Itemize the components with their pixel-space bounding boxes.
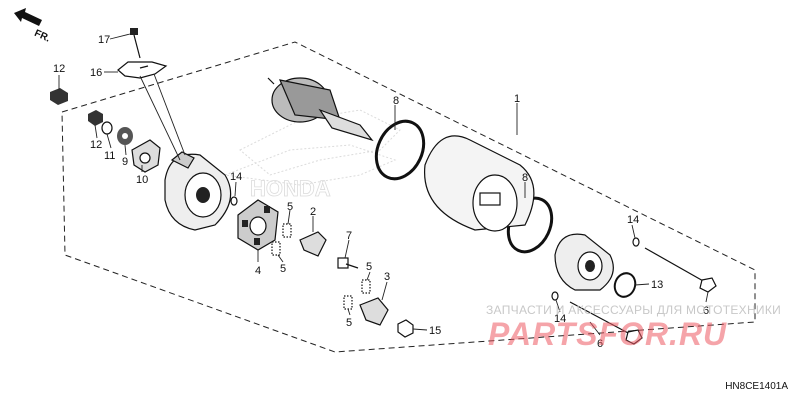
callout-15: 15 xyxy=(429,325,441,337)
assembly-dashed-boundary xyxy=(61,41,756,353)
part-5-spring-2 xyxy=(271,241,281,256)
part-6-long-bolt-1 xyxy=(644,247,717,293)
callout-3: 3 xyxy=(384,271,390,283)
watermark-tagline: ЗАПЧАСТИ И АКСЕССУАРЫ ДЛЯ МОТОТЕХНИКИ xyxy=(486,303,782,317)
part-14-o-ring-3 xyxy=(551,291,559,301)
callout-14-c: 14 xyxy=(554,313,566,325)
callout-5-d: 5 xyxy=(346,317,352,329)
part-6-long-bolt-2 xyxy=(569,301,643,345)
part-5-spring-1 xyxy=(282,223,292,238)
part-13-o-ring xyxy=(613,272,637,298)
part-16-clip xyxy=(117,61,168,79)
part-3-brush xyxy=(359,297,389,326)
part-5-spring-3 xyxy=(361,279,371,294)
part-15-bolt xyxy=(397,319,414,338)
part-8-o-ring-1 xyxy=(374,119,426,181)
callout-17: 17 xyxy=(98,34,110,46)
part-9-insulator xyxy=(117,127,133,145)
callout-5-a: 5 xyxy=(287,201,293,213)
callout-5-b: 5 xyxy=(280,263,286,275)
callout-9: 9 xyxy=(122,156,128,168)
part-14-o-ring-2 xyxy=(632,237,640,247)
callout-10: 10 xyxy=(136,174,148,186)
callout-5-c: 5 xyxy=(366,261,372,273)
callout-2: 2 xyxy=(310,206,316,218)
part-1-motor-case xyxy=(424,135,535,232)
part-11-washer xyxy=(101,121,113,135)
part-front-cover xyxy=(554,233,614,291)
part-4-brush-holder xyxy=(237,199,279,251)
honda-watermark-text: HONDA xyxy=(250,176,331,201)
callout-14-a: 14 xyxy=(230,171,242,183)
part-14-o-ring xyxy=(230,196,238,206)
callout-1: 1 xyxy=(514,93,520,105)
part-5-spring-4 xyxy=(343,295,353,310)
part-7-bolt xyxy=(337,257,359,269)
diagram-code: HN8CE1401A xyxy=(725,381,788,392)
front-direction-arrow-icon xyxy=(14,8,42,26)
part-17-bolt xyxy=(130,28,141,59)
callout-6-a: 6 xyxy=(703,305,709,317)
callout-16: 16 xyxy=(90,67,102,79)
callout-7: 7 xyxy=(346,230,352,242)
part-12-nut xyxy=(50,88,68,105)
callout-14-b: 14 xyxy=(627,214,639,226)
watermark-logo: PARTSFOR.RU xyxy=(488,316,728,352)
callout-6-b: 6 xyxy=(597,338,603,350)
honda-wing-watermark: HONDA xyxy=(224,109,401,201)
callout-13: 13 xyxy=(651,279,663,291)
callout-8-b: 8 xyxy=(522,172,528,184)
part-rear-cover xyxy=(164,151,232,231)
part-12-nut-2 xyxy=(88,110,103,126)
part-10-terminal xyxy=(131,139,161,173)
part-2-brush xyxy=(299,231,327,257)
callout-12: 12 xyxy=(53,63,65,75)
callout-8-a: 8 xyxy=(393,95,399,107)
callout-11: 11 xyxy=(104,150,115,162)
callout-4: 4 xyxy=(255,265,261,277)
callout-12-b: 12 xyxy=(90,139,102,151)
part-armature xyxy=(267,77,374,142)
leader-lines xyxy=(58,33,709,336)
